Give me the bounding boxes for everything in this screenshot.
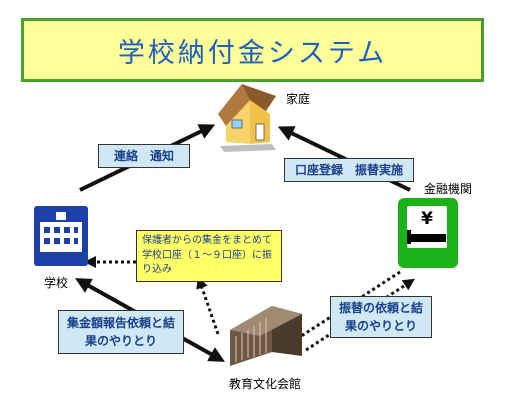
school-building-icon	[34, 206, 88, 266]
callout-contact: 連絡 通知	[98, 144, 190, 168]
office-building-icon	[230, 306, 302, 366]
label-school: 学校	[44, 276, 69, 290]
diagram-title: 学校納付金システム	[117, 37, 388, 69]
label-board: 教育文化会館	[229, 377, 302, 391]
callout-board-to-bank: 振替の依頼と結果のやりとり	[330, 296, 432, 338]
callout-collection: 保護者からの集金をまとめて学校口座（１～９口座）に振り込み	[136, 230, 282, 282]
label-bank: 金融機関	[424, 182, 473, 196]
label-home: 家庭	[286, 92, 311, 106]
yen-atm-icon: ¥	[398, 198, 458, 268]
callout-account: 口座登録 振替実施	[284, 158, 414, 182]
arrow-board-up-dotted	[196, 276, 220, 335]
house-icon	[218, 84, 276, 152]
callout-school-to-board: 集金額報告依頼と結果のやりとり	[58, 310, 184, 354]
title-banner: 学校納付金システム	[21, 18, 484, 82]
